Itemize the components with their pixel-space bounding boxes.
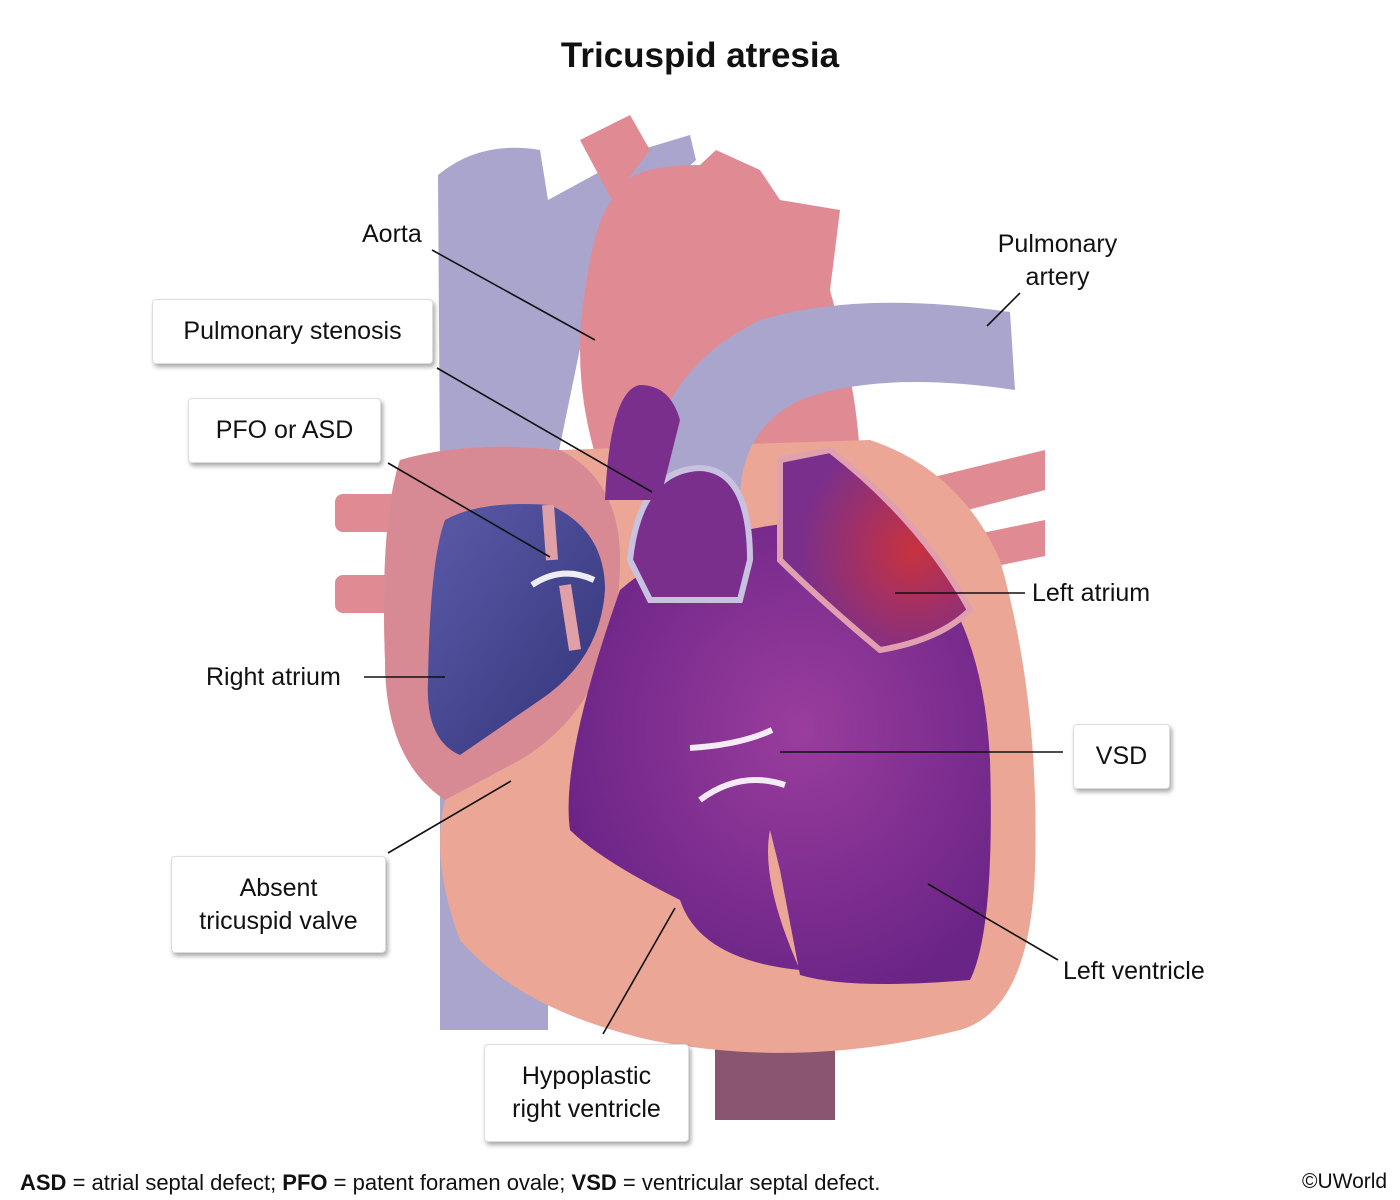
abbr-def: = ventricular septal defect. — [616, 1170, 881, 1195]
label-pfo-or-asd: PFO or ASD — [188, 398, 381, 463]
leader-absent-tricuspid — [387, 780, 512, 854]
leader-aorta — [431, 249, 596, 341]
diagram-title: Tricuspid atresia — [560, 36, 840, 75]
label-right-atrium: Right atrium — [206, 663, 341, 691]
pulmonary-artery — [653, 302, 1015, 500]
right-atrium-chamber — [427, 504, 605, 755]
shunt-arrows — [530, 570, 786, 803]
leader-pfo-asd — [387, 462, 551, 558]
label-absent-tricuspid-valve: Absent tricuspid valve — [171, 856, 386, 953]
label-vsd: VSD — [1073, 724, 1170, 789]
label-left-ventricle: Left ventricle — [1063, 957, 1205, 985]
aortic-root — [605, 385, 680, 500]
pulmonary-valve — [626, 464, 754, 603]
label-line: artery — [1025, 263, 1090, 291]
abbr-def: = patent foramen ovale; — [327, 1170, 572, 1195]
atrial-septum — [542, 504, 581, 651]
leader-left-ventricle — [927, 883, 1059, 961]
abbr: VSD — [571, 1170, 617, 1195]
label-pulmonary-artery: Pulmonary artery — [990, 228, 1125, 294]
label-left-atrium: Left atrium — [1032, 579, 1151, 607]
label-line: Absent — [239, 873, 318, 902]
label-pulmonary-stenosis: Pulmonary stenosis — [152, 299, 433, 364]
label-line: Pulmonary — [997, 230, 1118, 258]
leader-pulmonary-stenosis — [436, 367, 653, 493]
leader-pulmonary-artery — [986, 292, 1021, 327]
abbreviation-footnote: ASD = atrial septal defect; PFO = patent… — [20, 1170, 880, 1196]
leader-hypoplastic-rv — [602, 907, 676, 1035]
copyright: ©UWorld — [1302, 1170, 1388, 1193]
left-atrium-chamber — [777, 446, 974, 654]
label-line: right ventricle — [512, 1095, 661, 1123]
label-line: Hypoplastic — [521, 1062, 652, 1090]
abbr: ASD — [20, 1170, 67, 1195]
label-hypoplastic-right-ventricle: Hypoplastic right ventricle — [484, 1044, 689, 1142]
label-aorta: Aorta — [362, 220, 422, 248]
abbr-def: = atrial septal defect; — [66, 1170, 283, 1195]
abbr: PFO — [282, 1170, 328, 1195]
descending-aorta — [715, 1040, 835, 1120]
label-line: tricuspid valve — [199, 906, 358, 935]
